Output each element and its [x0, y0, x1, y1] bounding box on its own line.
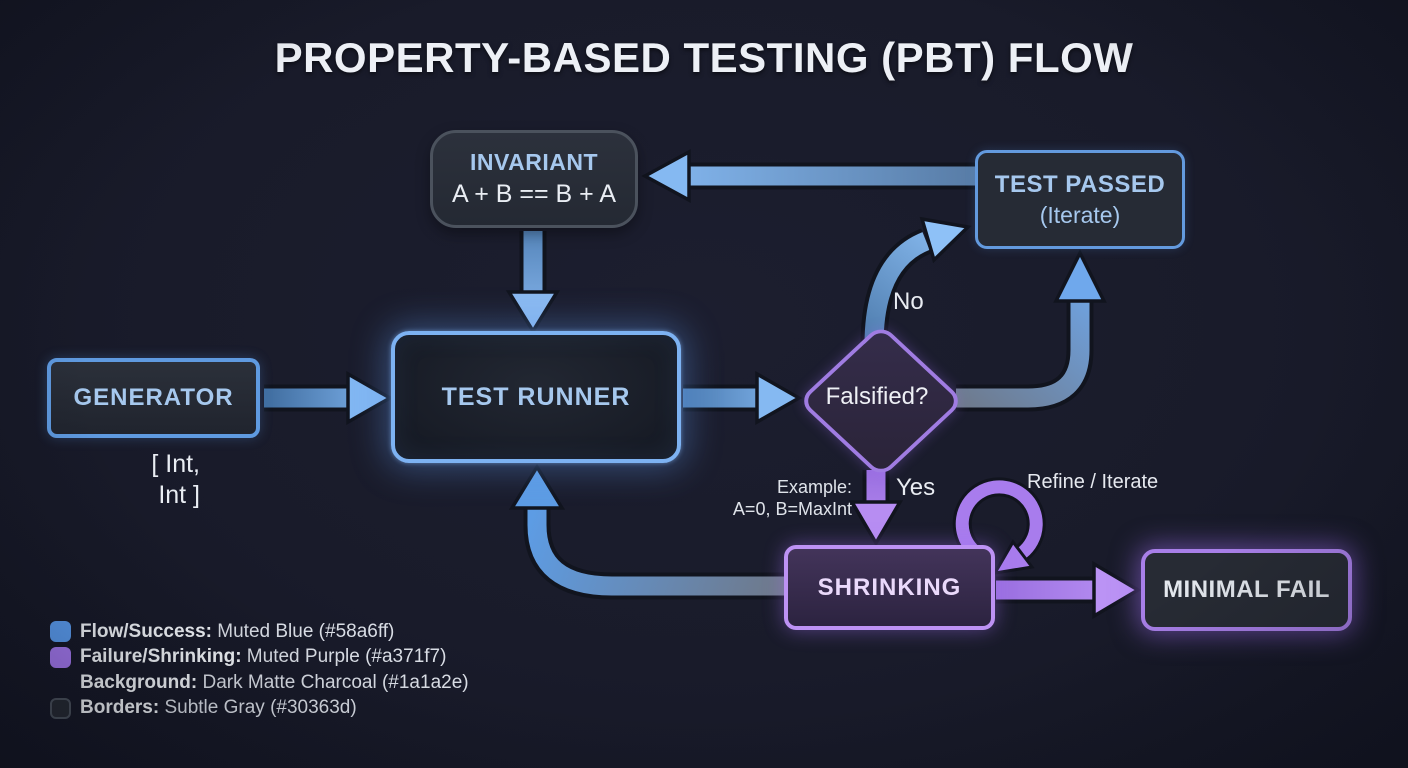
shrinking-node: SHRINKING [784, 545, 995, 630]
arrow-invariant-to-test-runner [505, 231, 561, 335]
test-runner-node: TEST RUNNER [391, 331, 681, 463]
invariant-formula: A + B == B + A [451, 180, 616, 208]
generator-note: [ Int, Int ] [151, 450, 200, 509]
shrinking-label: SHRINKING [817, 573, 962, 601]
legend-row-borders: Borders: Subtle Gray (#30363d) [50, 696, 469, 722]
minimal-fail-label: MINIMAL FAIL [1163, 576, 1330, 603]
arrow-test-runner-to-falsified [683, 370, 803, 426]
page-title: PROPERTY-BASED TESTING (PBT) FLOW [274, 34, 1134, 81]
arrow-shrinking-refine-loop [952, 477, 1046, 575]
empty-swatch-spacer [50, 672, 71, 693]
arrow-test-passed-to-invariant [641, 149, 975, 203]
arrow-falsified-yes-to-shrinking [848, 470, 904, 547]
legend-row-background: Background: Dark Matte Charcoal (#1a1a2e… [50, 670, 469, 696]
generator-node: GENERATOR [47, 358, 260, 438]
invariant-title: INVARIANT [469, 149, 598, 175]
blue-swatch-icon [50, 621, 71, 643]
arrow-falsified-to-test-passed-bottom [956, 249, 1107, 412]
legend: Flow/Success: Muted Blue (#58a6ff) Failu… [50, 619, 469, 721]
invariant-node: INVARIANT A + B == B + A [430, 130, 638, 228]
test-runner-label: TEST RUNNER [441, 382, 631, 411]
border-swatch-icon [50, 697, 71, 719]
test-passed-node: TEST PASSED (Iterate) [975, 150, 1185, 249]
edge-label-no: No [893, 288, 924, 315]
arrow-shrinking-to-test-runner [508, 463, 786, 600]
arrow-falsified-no-to-test-passed [860, 216, 972, 346]
arrow-generator-to-test-runner [264, 370, 394, 426]
test-passed-sublabel: (Iterate) [1039, 201, 1121, 228]
legend-row-failure-shrinking: Failure/Shrinking: Muted Purple (#a371f7… [50, 645, 469, 671]
purple-swatch-icon [50, 646, 71, 668]
edge-label-example: Example: A=0, B=MaxInt [732, 477, 852, 519]
test-passed-label: TEST PASSED [994, 170, 1166, 198]
generator-label: GENERATOR [73, 384, 234, 411]
arrow-shrinking-to-minimal-fail [996, 560, 1142, 620]
edge-label-yes: Yes [896, 474, 936, 501]
legend-row-flow-success: Flow/Success: Muted Blue (#58a6ff) [50, 619, 469, 645]
falsified-label: Falsified? [825, 383, 929, 410]
minimal-fail-node: MINIMAL FAIL [1141, 549, 1352, 631]
edge-label-refine-iterate: Refine / Iterate [1027, 471, 1159, 493]
